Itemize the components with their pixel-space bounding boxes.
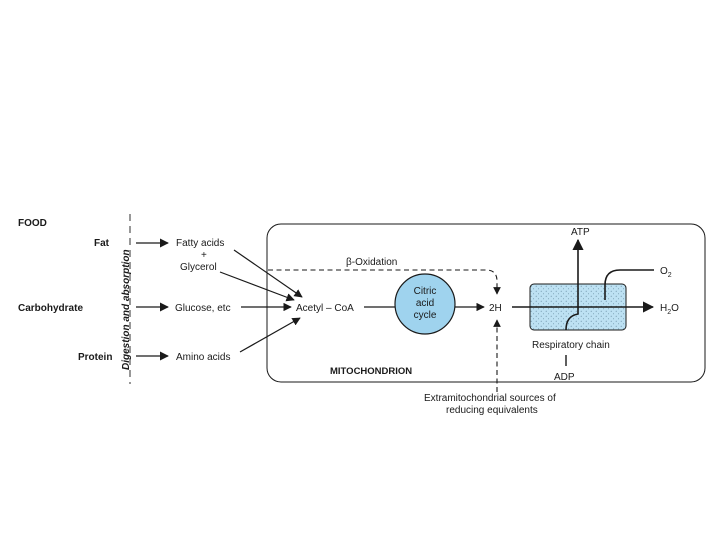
adp-label: ADP <box>554 372 575 383</box>
two-h-label: 2H <box>489 303 502 314</box>
protein-label: Protein <box>78 352 112 363</box>
fatty-acids-label: Fatty acids <box>176 238 224 249</box>
citric-acid-cycle <box>394 273 456 335</box>
glycerol-label: Glycerol <box>180 262 217 273</box>
beta-oxidation-label: β-Oxidation <box>346 257 397 268</box>
citric-cycle-line-1: Citric <box>414 286 437 297</box>
glucose-label: Glucose, etc <box>175 303 231 314</box>
o2-label: O2 <box>660 266 672 279</box>
amino-acids-to-acetyl-arrow <box>239 317 301 353</box>
food-heading: FOOD <box>18 218 47 229</box>
mitochondrion-boundary <box>266 223 706 383</box>
amino-acids-label: Amino acids <box>176 352 230 363</box>
adp-to-atp-path <box>565 238 584 331</box>
acetyl-coa-label: Acetyl – CoA <box>296 303 354 314</box>
respiratory-chain-label: Respiratory chain <box>532 340 610 351</box>
fat-label: Fat <box>94 238 110 249</box>
citric-cycle-line-3: cycle <box>414 310 437 321</box>
o2-input-path <box>604 269 654 300</box>
atp-label: ATP <box>571 227 590 238</box>
citric-cycle-line-2: acid <box>416 298 434 309</box>
digestion-label: Digestion and absorption <box>121 249 132 370</box>
h2o-label: H2O <box>660 303 679 316</box>
plus-sign: + <box>201 250 207 261</box>
fatty-acids-to-acetyl-arrow <box>233 249 303 298</box>
extramitochondrial-line-2: reducing equivalents <box>446 405 538 416</box>
glycerol-to-acetyl-arrow <box>219 271 295 302</box>
beta-oxidation-path <box>268 269 501 295</box>
mitochondrion-label: MITOCHONDRION <box>330 366 412 377</box>
extramitochondrial-line-1: Extramitochondrial sources of <box>424 393 556 404</box>
carbohydrate-label: Carbohydrate <box>18 303 83 314</box>
